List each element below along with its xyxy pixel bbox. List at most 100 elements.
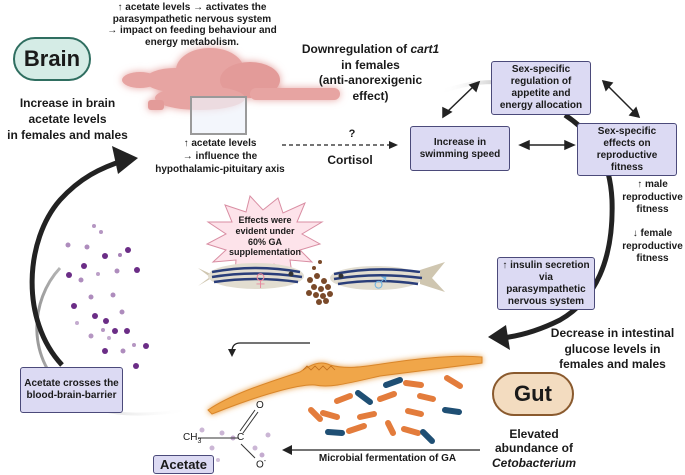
- acetate-dot: [209, 445, 215, 451]
- bacterium: [420, 429, 435, 444]
- male-fitness-note: ↑ male reproductive fitness: [622, 179, 683, 215]
- acetate-dot: [199, 427, 205, 433]
- box-insulin-secretion: ↑ insulin secretion via parasympathetic …: [497, 257, 595, 310]
- acetate-dot: [114, 268, 120, 274]
- acetate-dot: [84, 244, 90, 250]
- double-arrow-swim-reproductive: [518, 139, 576, 151]
- acetate-dot: [120, 348, 126, 354]
- female-zebrafish: [198, 263, 304, 289]
- cycle-arc-left-dark: [29, 157, 126, 367]
- chem-oxygen-anion: O-: [256, 458, 267, 471]
- male-zebrafish: [330, 262, 445, 292]
- box-acetate: Acetate: [153, 455, 214, 474]
- bacterium: [383, 377, 403, 388]
- bacterium: [320, 410, 340, 420]
- acetate-dot: [219, 430, 225, 436]
- bacterium: [325, 429, 345, 436]
- bacterium: [401, 426, 421, 436]
- acetate-dot: [96, 272, 100, 276]
- acetate-dot: [259, 452, 265, 458]
- gut-label: Gut: [492, 372, 574, 416]
- male-symbol-icon: ♂: [370, 266, 391, 297]
- bacterium: [355, 390, 373, 405]
- bacterium: [442, 407, 462, 415]
- glucose-decrease-note: Decrease in intestinal glucose levels in…: [550, 326, 675, 372]
- brain-acetate-increase-note: Increase in brain acetate levels in fema…: [7, 96, 128, 143]
- bacterium: [403, 380, 424, 388]
- female-fitness-note: ↓ female reproductive fitness: [622, 228, 683, 264]
- hpa-axis-note: ↑ acetate levels → influence the hypotha…: [155, 138, 285, 175]
- acetate-dot: [125, 247, 131, 253]
- bacterium: [405, 408, 424, 417]
- acetate-dot: [101, 328, 105, 332]
- double-arrow-appetite-reproductive: [601, 79, 641, 119]
- acetate-dot: [75, 321, 79, 325]
- acetate-dot: [110, 292, 116, 298]
- bacterium: [308, 407, 323, 422]
- acetate-dot: [103, 318, 109, 324]
- starburst-text: Effects were evident under 60% GA supple…: [228, 215, 301, 258]
- acetate-dot: [265, 432, 271, 438]
- bacteria-cluster: [308, 375, 463, 444]
- acetate-dot: [124, 328, 130, 334]
- parasympathetic-note: ↑ acetate levels → activates the parasym…: [107, 2, 277, 48]
- bacterium: [417, 393, 436, 402]
- bacterium: [444, 375, 463, 389]
- box-swimming-speed: Increase in swimming speed: [410, 126, 510, 171]
- acetate-structure: [198, 409, 259, 459]
- acetate-dot: [92, 313, 98, 319]
- cortisol-label: Cortisol: [327, 153, 373, 167]
- gut-label-text: Gut: [514, 381, 552, 406]
- cortisol-question-mark: ?: [348, 128, 356, 140]
- acetate-dot: [65, 242, 71, 248]
- bacterium: [377, 391, 397, 402]
- intestine-illustration: [207, 355, 483, 415]
- bacterium: [346, 423, 367, 434]
- double-arrow-swim-appetite: [442, 80, 481, 119]
- bacterium: [385, 420, 396, 436]
- fish-to-gut-arrow: [231, 342, 310, 351]
- acetate-dot: [88, 294, 94, 300]
- acetate-dot: [134, 267, 140, 273]
- acetate-dot: [81, 263, 87, 269]
- bacterium: [357, 411, 377, 420]
- acetate-dot: [132, 343, 136, 347]
- cycle-arrowhead-down: [488, 325, 510, 350]
- box-appetite-regulation: Sex-specific regulation of appetite and …: [491, 61, 591, 115]
- acetate-dot-cloud: [65, 224, 271, 462]
- acetate-dot: [71, 303, 77, 309]
- chem-carbon: C: [237, 432, 245, 443]
- acetate-dot: [216, 458, 220, 462]
- acetate-dot: [92, 224, 96, 228]
- cart1-note: Downregulation of cart1 in females (anti…: [301, 42, 440, 103]
- bacterium: [334, 393, 353, 404]
- hypothalamus-highlight: [190, 96, 247, 135]
- acetate-dot: [119, 309, 125, 315]
- female-symbol-icon: ♀: [250, 264, 271, 295]
- box-blood-brain-barrier: Acetate crosses the blood-brain-barrier: [20, 367, 123, 413]
- acetate-dot: [143, 343, 149, 349]
- acetate-dot: [107, 336, 111, 340]
- acetate-dot: [78, 277, 84, 283]
- chem-oxygen-double: O: [256, 400, 264, 411]
- acetate-dot: [102, 348, 108, 354]
- box-reproductive-effects: Sex-specific effects on reproductive fit…: [577, 123, 677, 176]
- genus-name: Cetobacterium: [491, 455, 577, 470]
- acetate-dot: [102, 253, 108, 259]
- acetate-dot: [118, 253, 122, 257]
- cycle-arrowhead-up: [112, 146, 138, 174]
- fermentation-label: Microbial fermentation of GA: [318, 453, 457, 464]
- acetate-dot: [133, 363, 139, 369]
- gene-name-cart1: cart1: [410, 42, 440, 56]
- acetate-dot: [99, 230, 103, 234]
- cetobacterium-note: Elevated abundance of Cetobacterium: [491, 427, 577, 470]
- acetate-dot: [112, 328, 118, 334]
- acetate-dot: [66, 272, 72, 278]
- brain-label-text: Brain: [23, 46, 81, 71]
- food-pellets: [306, 260, 333, 305]
- chem-ch3: CH3: [183, 432, 202, 445]
- brain-label: Brain: [13, 37, 91, 81]
- acetate-dot: [88, 333, 94, 339]
- acetate-dot: [252, 445, 258, 451]
